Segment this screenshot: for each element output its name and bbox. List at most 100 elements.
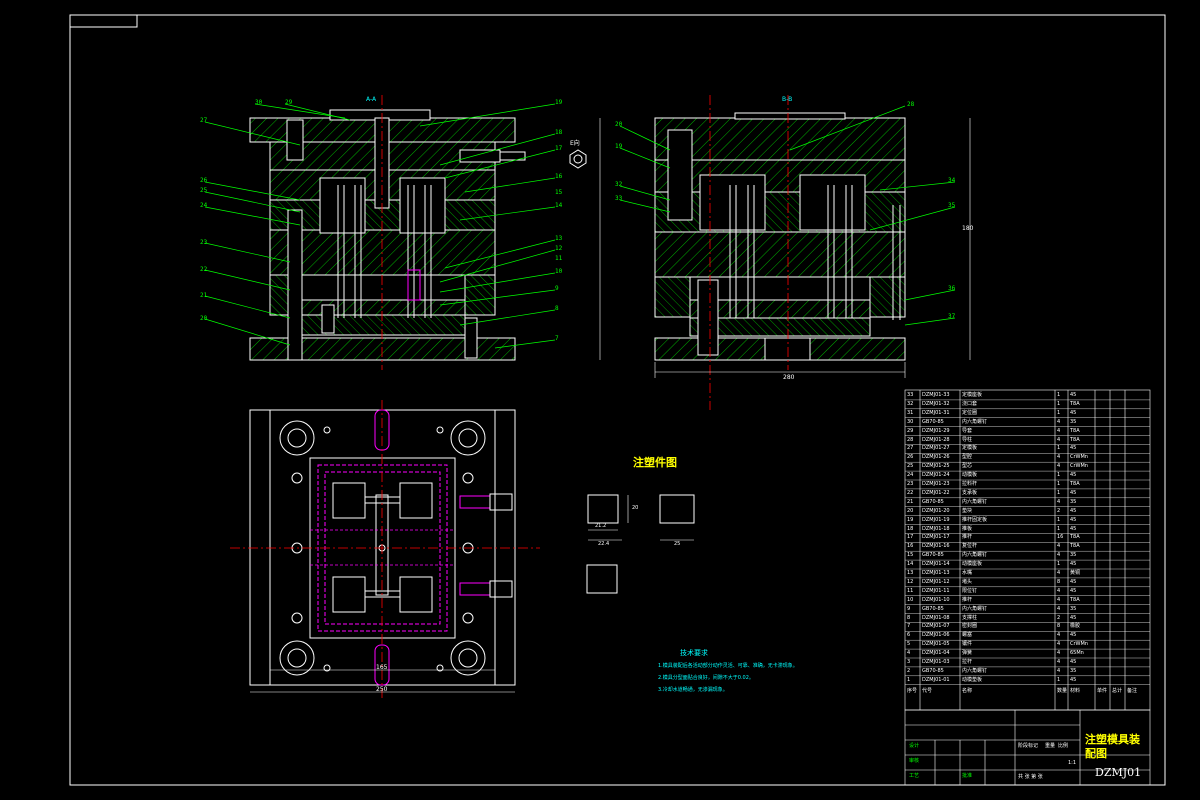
dim-part-w1: 21.2 [595,523,607,529]
bom-cell: 45 [1070,525,1077,532]
bom-cell: 25 [907,463,914,470]
bom-cell: 22 [907,489,914,496]
bom-cell: 45 [1070,561,1077,568]
front-callout-15: 15 [555,189,563,196]
bom-cell: 1 [1057,409,1061,416]
bom-cell: DZMJ01-29 [922,427,950,434]
front-callout-27: 27 [200,117,208,124]
bom-cell: 垫块 [962,507,973,514]
bom-cell: DZMJ01-04 [922,650,950,657]
bom-cell: 27 [907,445,914,452]
bom-header-cell: 备注 [1127,687,1138,694]
bom-cell: 堵头 [962,578,973,585]
bom-cell: 4 [1057,659,1061,665]
bom-cell: 4 [1057,632,1061,639]
bom-cell: 20 [907,507,914,514]
e-view-nut [569,149,587,169]
bom-cell: 推杆固定板 [962,516,988,523]
tb-checker: 审核 [909,758,920,764]
part-drawing [586,494,695,594]
bom-cell: DZMJ01-03 [922,659,950,665]
bom-cell: 21 [907,498,914,505]
bom-cell: 定模板 [962,445,978,452]
bom-cell: 4 [1057,543,1061,550]
bom-cell: 1 [1057,481,1061,487]
bom-cell: 2 [1057,614,1061,621]
bom-cell: 浇口套 [962,400,978,407]
tb-sheet: 共 张 第 张 [1018,774,1043,780]
bom-cell: 4 [1057,587,1061,594]
side-callout-36: 36 [948,285,956,292]
bom-cell: DZMJ01-32 [922,400,950,407]
bom-cell: 5 [907,641,911,648]
bom-cell: DZMJ01-24 [922,472,950,479]
bom-cell: DZMJ01-11 [922,587,950,594]
dim-part-w2: 22.4 [598,541,610,547]
assembly-title-1: 注塑模具装 [1085,733,1140,746]
bom-cell: 45 [1070,587,1077,594]
bom-cell: 4 [1057,552,1061,559]
bom-cell: 螺塞 [962,632,973,639]
bom-cell: 3 [907,659,911,665]
bom-cell: DZMJ01-23 [922,481,950,487]
front-callout-29: 29 [285,99,293,106]
bom-cell: 31 [907,409,914,416]
bom-cell: 45 [1070,445,1077,452]
bom-cell: DZMJ01-05 [922,641,950,648]
side-callout-33: 33 [615,195,623,202]
tech-req-line: 3.冷却水道畅通，无渗漏现象。 [658,687,728,693]
bom-cell: 定模座板 [962,392,983,398]
bom-cell: T8A [1070,427,1080,434]
bom-cell: DZMJ01-16 [922,543,950,550]
section-label-a: A-A [366,96,377,103]
tb-designer: 设计 [909,743,920,749]
plan-view [230,400,540,700]
bom-cell: 1 [1057,489,1061,496]
bom-cell: DZMJ01-31 [922,409,950,416]
bom-cell: 29 [907,427,914,434]
bom-cell: DZMJ01-33 [922,392,950,398]
bom-cell: 1 [1057,472,1061,479]
bom-cell: 45 [1070,676,1077,683]
bom-cell: 16 [1057,534,1064,541]
side-callout-28: 28 [907,101,915,108]
bom-cell: 33 [907,392,914,398]
tech-req-title: 技术要求 [680,649,708,657]
drawing-border [69,14,1166,786]
bom-header-cell: 单件 [1097,687,1108,694]
bom-cell: 16 [907,543,914,550]
bom-cell: 4 [1057,667,1061,674]
bom-cell: 推板 [962,525,973,532]
bom-cell: CrWMn [1070,454,1088,461]
tb-process: 工艺 [909,773,920,779]
bom-cell: 支承板 [962,489,978,496]
bom-cell: 18 [907,525,914,532]
bom-cell: 拉杆 [962,659,973,665]
tb-scale-label: 比例 [1058,743,1069,749]
front-callout-8: 8 [555,305,559,312]
side-callout-35: 35 [948,202,956,209]
bom-cell: T8A [1070,481,1080,487]
bom-header-cell: 代号 [922,687,933,694]
front-callout-14: 14 [555,202,563,209]
front-callout-24: 24 [200,202,208,209]
e-view-label: E向 [570,140,580,147]
bom-cell: DZMJ01-27 [922,445,950,452]
bom-cell: 4 [1057,498,1061,505]
bom-cell: DZMJ01-18 [922,525,950,532]
bom-cell: DZMJ01-25 [922,463,950,470]
bom-cell: 拉料杆 [962,481,978,487]
dim-part-w3: 25 [674,541,681,547]
bom-cell: 45 [1070,472,1077,479]
side-callout-34: 34 [948,177,956,184]
bom-cell: 35 [1070,667,1077,674]
bom-cell: DZMJ01-13 [922,570,950,576]
bom-cell: T8A [1070,400,1080,407]
bom-cell: 45 [1070,409,1077,416]
side-callout-37: 37 [948,313,956,320]
tb-weight: 重量 [1045,743,1056,749]
bom-cell: GB70-85 [922,552,944,559]
bom-cell: 4 [1057,596,1061,603]
dim-plan-inner: 165 [376,664,388,671]
bom-cell: 8 [907,614,911,621]
